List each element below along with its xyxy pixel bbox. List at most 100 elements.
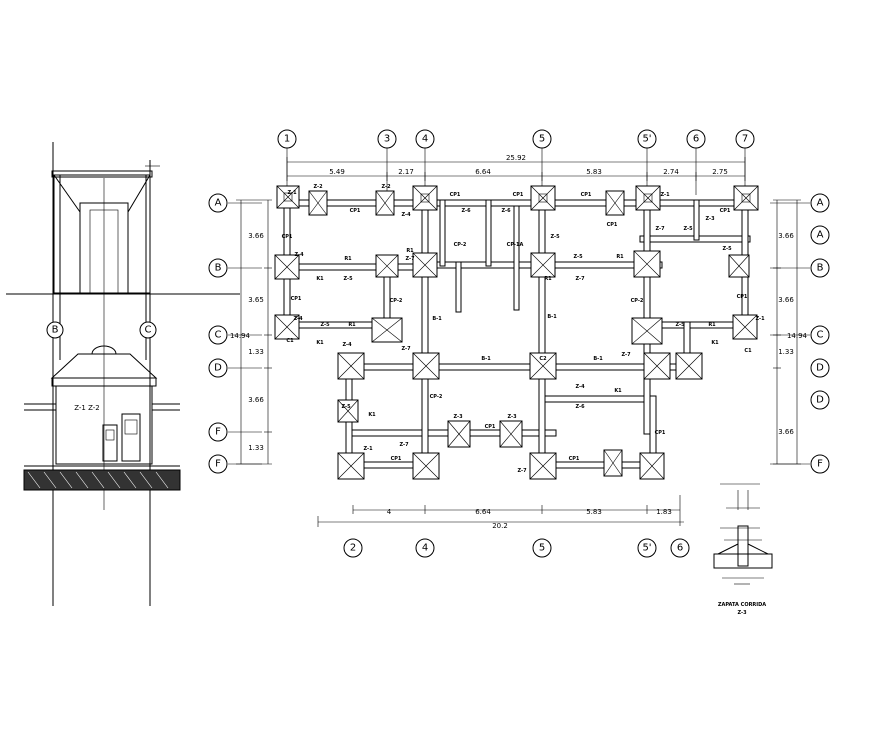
- dim-right-overall: 14.94: [787, 332, 808, 340]
- detail-title: ZAPATA CORRIDA: [718, 602, 766, 608]
- grid-label-left: F: [215, 459, 221, 470]
- dim-top: 5.83: [586, 168, 602, 176]
- element-label: Z-2: [313, 184, 323, 190]
- element-label: CP1: [607, 222, 618, 228]
- footing: [412, 452, 440, 480]
- dim-right: 3.66: [778, 428, 794, 436]
- element-label: B-1: [432, 316, 442, 322]
- element-label: CP1: [513, 192, 524, 198]
- grid-label-left: A: [215, 198, 222, 209]
- dim-right: 1.33: [778, 348, 794, 356]
- element-label: CP1: [737, 294, 748, 300]
- element-label: CP1: [350, 208, 361, 214]
- footing: [337, 452, 365, 480]
- grid-label-top: 5: [539, 134, 545, 145]
- footing: [728, 254, 750, 278]
- element-label: CP1: [450, 192, 461, 198]
- element-label: R1: [708, 322, 716, 328]
- footing: [276, 185, 300, 209]
- grid-label-top: 1: [284, 134, 290, 145]
- element-label: Z-1: [755, 316, 765, 322]
- element-label: Z-1: [287, 190, 297, 196]
- element-label: K1: [316, 340, 324, 346]
- section-grid-label: B: [52, 325, 59, 336]
- element-label: Z-4: [575, 384, 585, 390]
- grid-label-left: C: [215, 330, 222, 341]
- element-label: CP1: [720, 208, 731, 214]
- element-label: Z-1: [363, 446, 373, 452]
- dim-top: 5.49: [329, 168, 345, 176]
- footing: [337, 399, 359, 423]
- element-label: Z-3: [507, 414, 517, 420]
- dim-bottom: 4: [387, 508, 392, 516]
- footing: [375, 190, 395, 216]
- element-labels: Z-1 Z-2 CP1 Z-2 CP1 CP1 CP1 Z-1 Z-3 CP1 …: [282, 184, 765, 474]
- element-label: Z-3: [705, 216, 715, 222]
- element-label: Z-5: [320, 322, 330, 328]
- element-label: CP-2: [390, 298, 403, 304]
- grid-label-right: B: [817, 263, 824, 274]
- element-label: Z-5: [683, 226, 693, 232]
- element-label: Z-2: [381, 184, 391, 190]
- footing: [308, 190, 328, 216]
- grid-label-top: 5': [642, 134, 651, 145]
- building-section: B C Z-1 Z-2: [6, 142, 240, 606]
- dim-top-overall: 25.92: [506, 154, 526, 162]
- element-label: CP1: [655, 430, 666, 436]
- section-grid-bubble: [139, 321, 157, 339]
- element-label: Z-7: [399, 442, 409, 448]
- element-label: C2: [539, 356, 547, 362]
- element-label: Z-5: [675, 322, 685, 328]
- element-label: Z-4: [294, 252, 304, 258]
- grid-bubbles-right: A A B C D D F: [810, 193, 830, 474]
- grid-label-right: A: [817, 198, 824, 209]
- section-footing-label: Z-1 Z-2: [74, 404, 100, 412]
- element-label: CP1: [569, 456, 580, 462]
- dim-left: 3.66: [248, 396, 264, 404]
- grid-bubbles-top: 1 3 4 5 5' 6 7: [277, 129, 755, 149]
- footing: [529, 452, 557, 480]
- grid-label-left: B: [215, 263, 222, 274]
- element-label: K1: [316, 276, 324, 282]
- element-label: Z-5: [550, 234, 560, 240]
- grid-label-right: D: [816, 395, 824, 406]
- element-label: Z-5: [343, 276, 353, 282]
- section-grid-bubble: [46, 321, 64, 339]
- dim-bottom: 5.83: [586, 508, 602, 516]
- dim-top: 2.74: [663, 168, 679, 176]
- element-label: CP1: [282, 234, 293, 240]
- element-label: K1: [614, 388, 622, 394]
- footing: [733, 185, 759, 211]
- dim-right: 3.66: [778, 296, 794, 304]
- grid-label-bottom: 2: [350, 543, 356, 554]
- grid-label-bottom: 5': [642, 543, 651, 554]
- footing: [643, 352, 671, 380]
- element-label: CP1: [291, 296, 302, 302]
- element-label: CP-2: [430, 394, 443, 400]
- grid-label-top: 4: [422, 134, 428, 145]
- grid-label-bottom: 5: [539, 543, 545, 554]
- element-label: CP-2: [454, 242, 467, 248]
- element-label: R1: [344, 256, 352, 262]
- element-label: Z-7: [655, 226, 665, 232]
- element-label: C1: [744, 348, 752, 354]
- footing: [732, 314, 758, 340]
- element-label: R1: [348, 322, 356, 328]
- dim-right: 3.66: [778, 232, 794, 240]
- dim-left: 1.33: [248, 444, 264, 452]
- dim-top: 2.17: [398, 168, 414, 176]
- element-label: Z-5: [341, 404, 351, 410]
- element-label: CP-2: [631, 298, 644, 304]
- grid-label-left: D: [214, 363, 222, 374]
- footing: [447, 420, 471, 448]
- dimensions: 25.92 5.49 2.17 6.64 5.83 2.74 2.75 4 6.…: [230, 154, 808, 530]
- footing: [529, 352, 557, 380]
- grid-label-top: 6: [693, 134, 699, 145]
- element-label: R1: [616, 254, 624, 260]
- element-label: CP1: [581, 192, 592, 198]
- element-label: B-1: [481, 356, 491, 362]
- footing: [412, 352, 440, 380]
- grid-label-top: 3: [384, 134, 390, 145]
- element-label: Z-6: [575, 404, 585, 410]
